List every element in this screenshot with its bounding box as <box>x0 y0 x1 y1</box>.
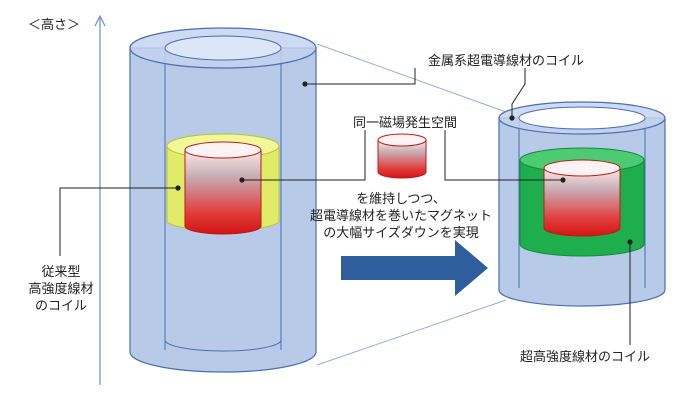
leader-dot <box>302 81 308 87</box>
perspective-line-bottom <box>316 299 507 366</box>
perspective-line-top <box>316 43 507 113</box>
leader-dot <box>560 177 566 183</box>
compact-magnet <box>498 101 666 307</box>
height-axis-arrowhead <box>94 14 106 27</box>
caption-line-1: を維持しつつ、 <box>356 192 446 207</box>
conventional-magnet <box>129 27 317 373</box>
leader-dot <box>627 239 633 245</box>
field-space-left-top <box>184 141 262 159</box>
ultra-coil-label: 超高強度線材のコイル <box>520 350 651 365</box>
height-axis-label: ＜高さ＞ <box>28 18 81 33</box>
caption-line-3: の大幅サイズダウンを実現 <box>323 226 479 241</box>
conventional-line-2: 高強度線材 <box>28 282 94 297</box>
inner-bore-bottom <box>164 339 282 352</box>
conventional-coil-label: 従来型 高強度線材 のコイル <box>6 264 116 315</box>
inner-bore-top-right <box>518 106 646 130</box>
leader-metal-coil-left <box>305 68 416 85</box>
leader-field-space-right <box>444 130 563 181</box>
leader-dot <box>175 185 181 191</box>
leader-dot <box>239 177 245 183</box>
caption-line-2: 超電導線材を巻いたマグネット <box>309 209 492 224</box>
leader-metal-coil-right <box>511 68 526 118</box>
inner-bore-top <box>164 35 282 61</box>
transition-arrow <box>341 240 488 296</box>
conventional-line-1: 従来型 <box>41 265 81 280</box>
leader-dot <box>509 115 515 121</box>
caption: を維持しつつ、 超電導線材を巻いたマグネット の大幅サイズダウンを実現 <box>306 191 496 242</box>
field-space-left-body <box>184 149 262 235</box>
field-space-right-top <box>543 159 621 177</box>
metal-coil-label: 金属系超電導線材のコイル <box>428 54 585 69</box>
same-field-space-label: 同一磁場発生空間 <box>353 116 458 131</box>
field-space-right-body <box>543 167 621 237</box>
conventional-line-3: のコイル <box>34 299 87 314</box>
leader-conventional-coil <box>59 187 178 256</box>
leader-field-space-left <box>242 130 366 181</box>
field-space-icon <box>377 133 427 179</box>
